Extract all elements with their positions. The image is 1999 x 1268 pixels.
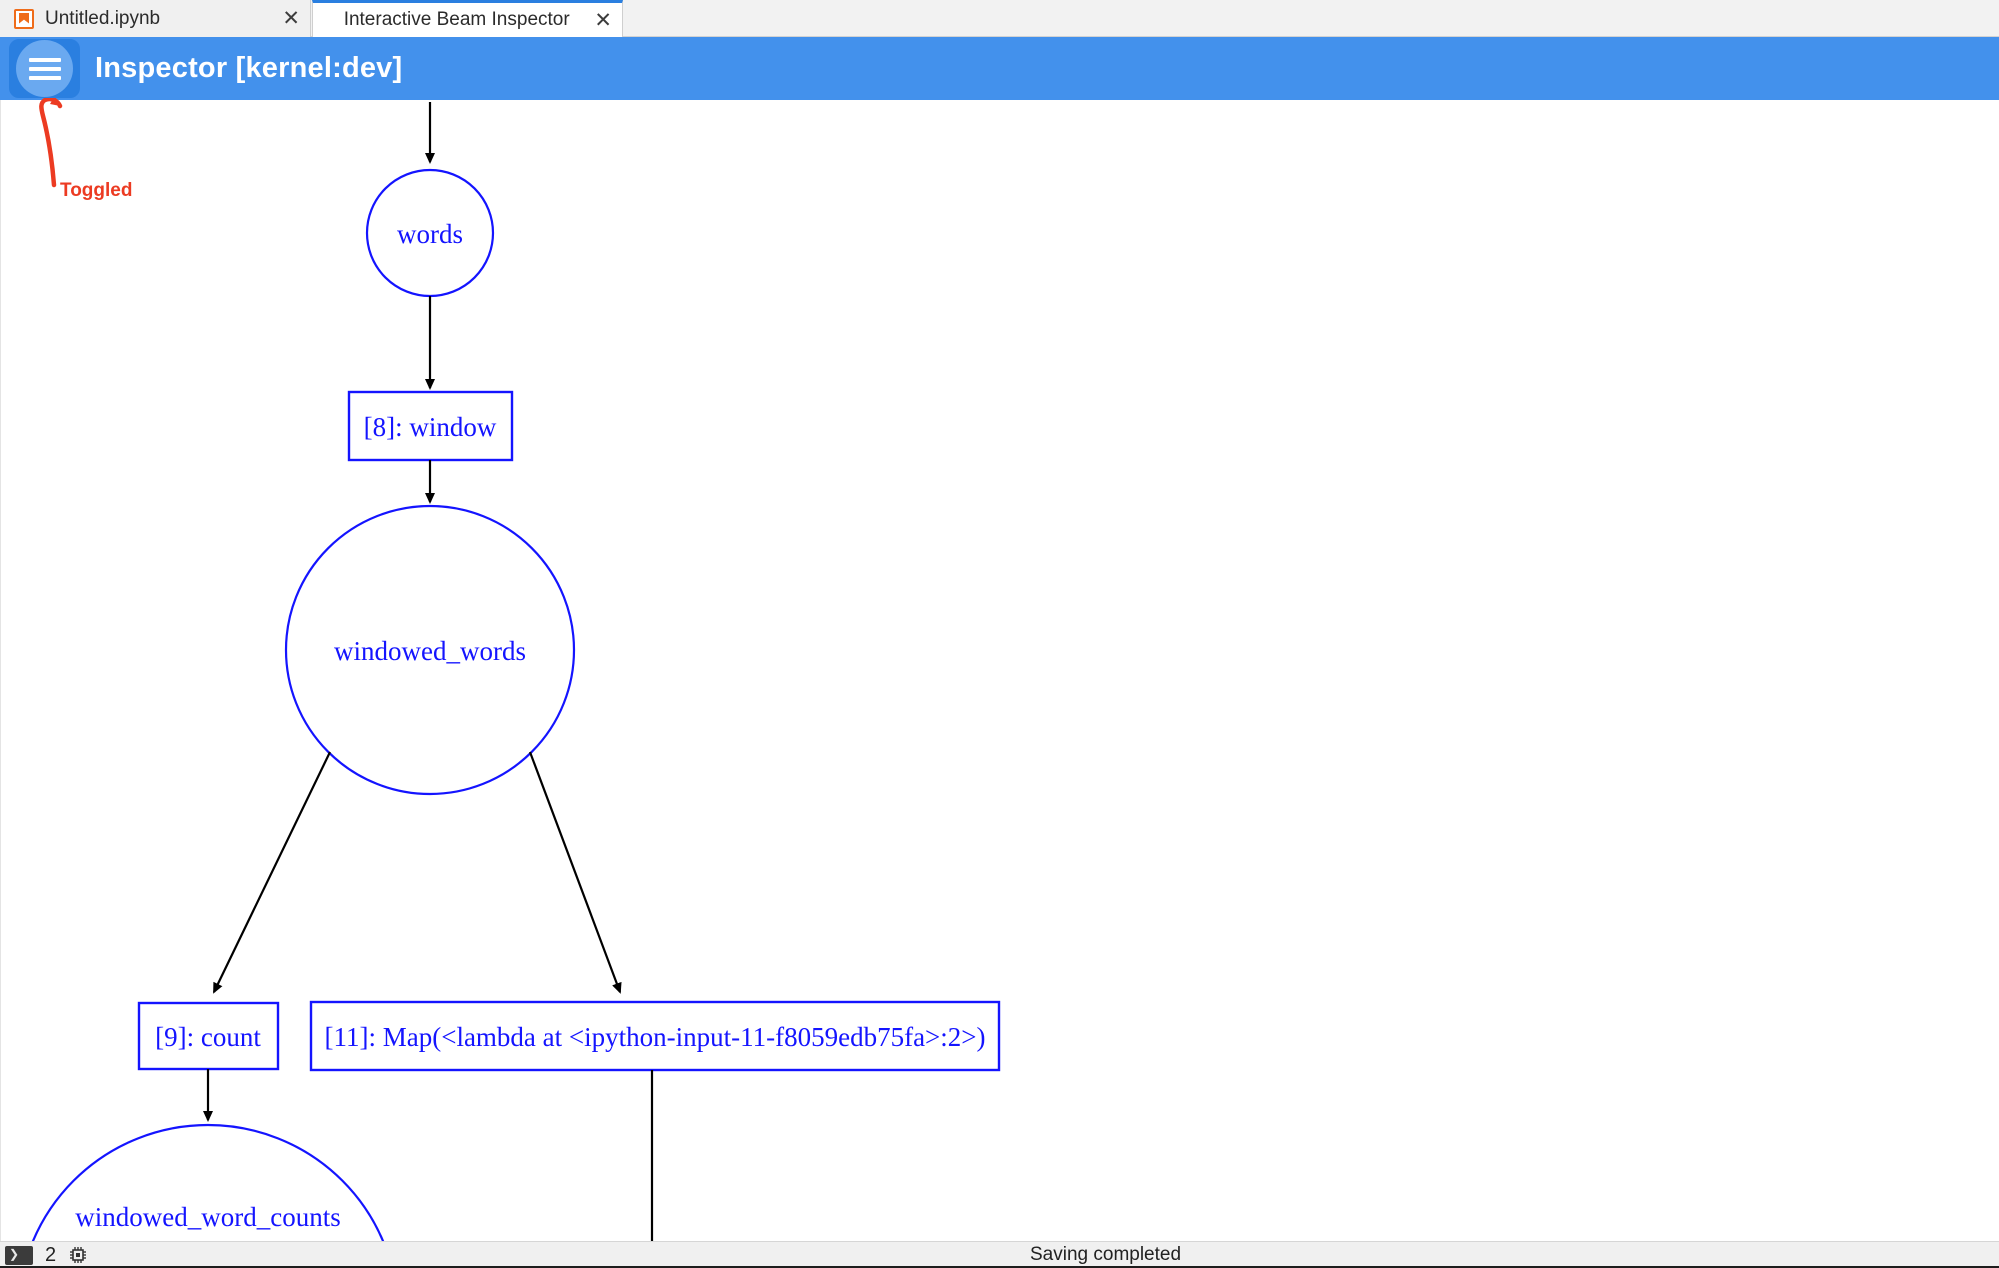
node-window-label: [8]: window bbox=[364, 412, 497, 442]
notebook-icon bbox=[14, 8, 34, 29]
annotation-label: Toggled bbox=[60, 180, 133, 201]
node-map[interactable] bbox=[309, 1000, 1001, 1072]
tab-label: Interactive Beam Inspector bbox=[343, 9, 570, 30]
hamburger-icon bbox=[16, 40, 73, 97]
status-message: Saving completed bbox=[1030, 1244, 1182, 1265]
node-words-label: words bbox=[397, 219, 463, 249]
tab-label: Untitled.ipynb bbox=[45, 7, 161, 29]
edge-windowed-words-map bbox=[528, 751, 622, 994]
beam-pipeline-graph[interactable]: words [8]: window windowed_words [9]: co… bbox=[0, 100, 1999, 1241]
close-icon[interactable]: ✕ bbox=[282, 7, 300, 30]
status-underline bbox=[0, 1266, 1999, 1268]
canvas-left-border bbox=[0, 100, 1, 1241]
kernel-chip-icon[interactable] bbox=[68, 1245, 88, 1265]
node-windowed-word-counts-label: windowed_word_counts bbox=[75, 1202, 340, 1232]
page-title: Inspector [kernel:dev] bbox=[95, 52, 403, 84]
node-count-label: [9]: count bbox=[155, 1022, 261, 1052]
tab-bar: Untitled.ipynb ✕ Interactive Beam Inspec… bbox=[0, 0, 1999, 37]
node-windowed-word-counts[interactable] bbox=[18, 1123, 398, 1241]
status-bar: 2 Sav bbox=[0, 1241, 1999, 1268]
node-count[interactable] bbox=[137, 1001, 280, 1071]
node-windowed-words-label: windowed_words bbox=[334, 636, 526, 666]
inspector-canvas[interactable]: words [8]: window windowed_words [9]: co… bbox=[0, 100, 1999, 1241]
kernel-count: 2 bbox=[45, 1243, 57, 1266]
close-icon[interactable]: ✕ bbox=[594, 8, 612, 32]
node-windowed-words[interactable] bbox=[284, 504, 576, 796]
inspector-header bbox=[0, 37, 1999, 100]
sidebar-toggle-button[interactable] bbox=[9, 39, 80, 98]
terminal-icon[interactable] bbox=[5, 1245, 33, 1265]
tab-untitled-ipynb[interactable]: Untitled.ipynb ✕ bbox=[0, 0, 311, 37]
node-map-label: [11]: Map(<lambda at <ipython-input-11-f… bbox=[325, 1022, 986, 1052]
status-left-group: 2 bbox=[0, 1244, 88, 1267]
tab-interactive-beam-inspector[interactable]: Interactive Beam Inspector ✕ bbox=[312, 0, 623, 37]
edge-windowed-words-count bbox=[213, 751, 331, 994]
